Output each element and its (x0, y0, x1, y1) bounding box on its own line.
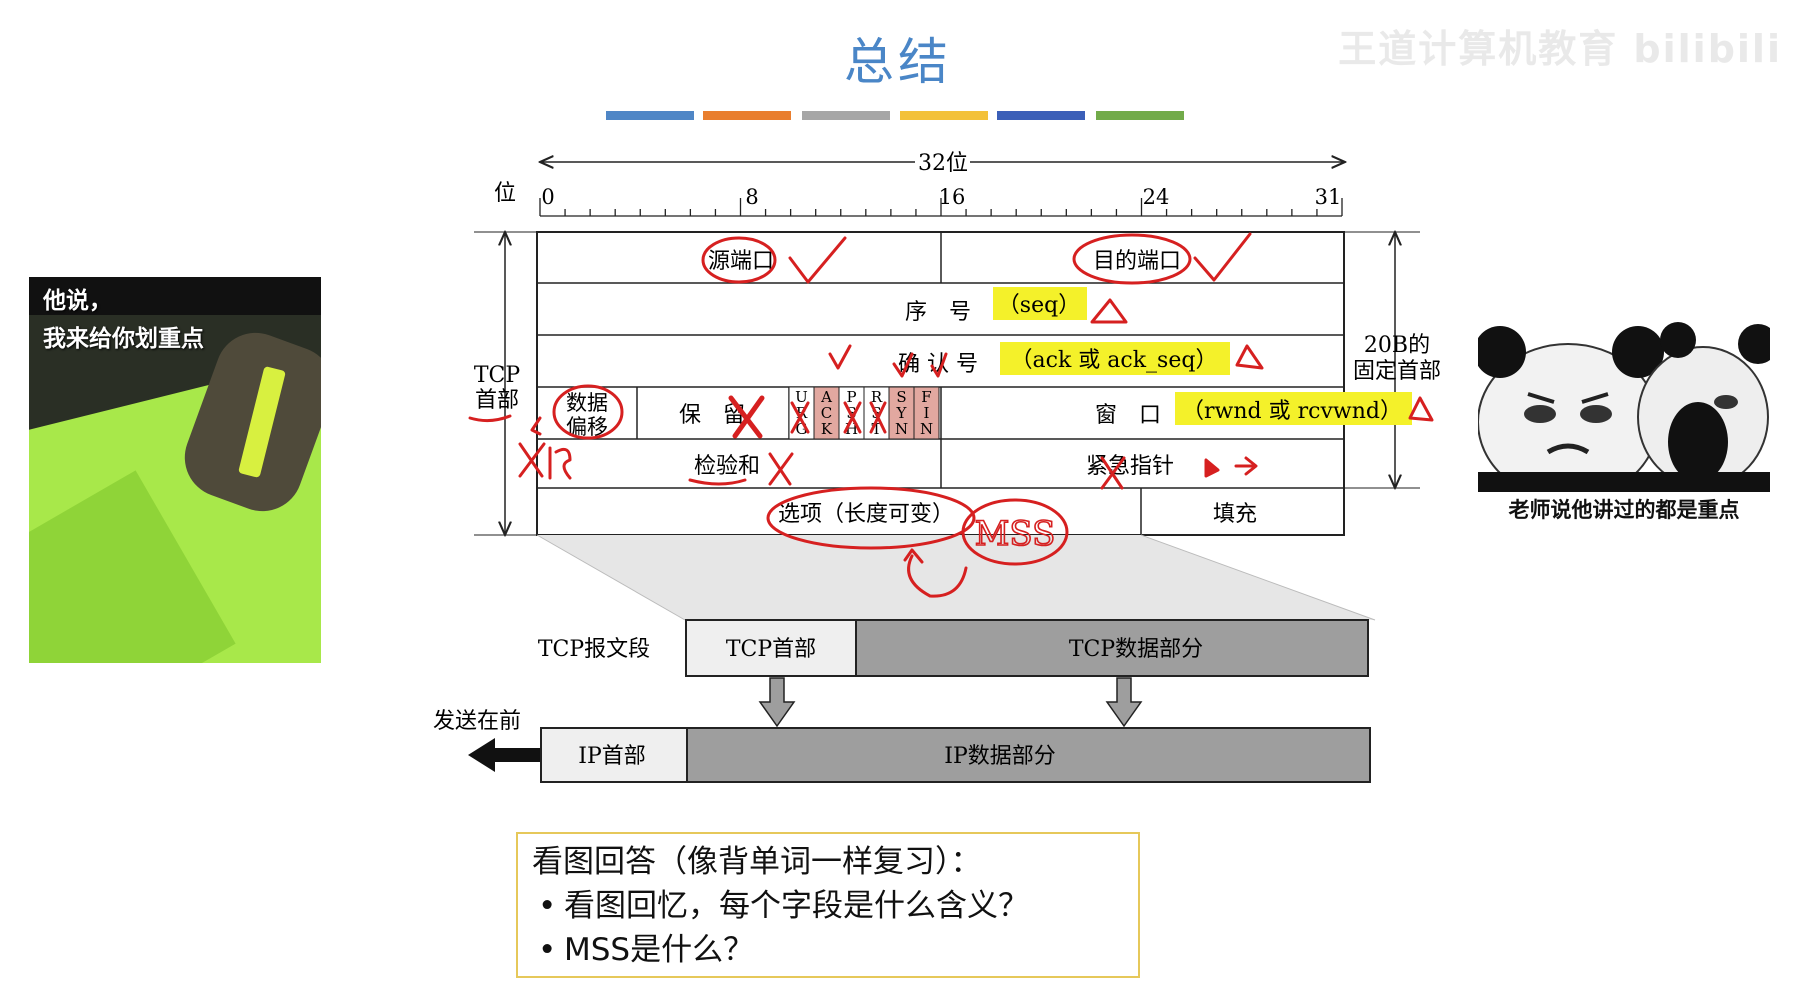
arrow-down-data (1105, 677, 1143, 728)
meme-left-caption-band (29, 277, 321, 315)
question-item-2-prefix: MSS (564, 932, 631, 968)
slide-title: 总结 (844, 33, 952, 91)
bit-ruler (539, 198, 1343, 217)
annotation-ack: （ack 或 ack_seq） (1011, 348, 1218, 373)
flag-letter: C (821, 404, 832, 422)
annotation-seq: （seq） (998, 293, 1080, 318)
red-annotations (468, 232, 1434, 964)
question-item-2-text: 是什么？ (630, 932, 755, 968)
send-direction-arrow (468, 738, 541, 772)
question-title: 看图回答（像背单词一样复习）： (532, 844, 982, 880)
color-bar-6 (1096, 111, 1184, 120)
field-checksum: 检验和 (694, 454, 760, 479)
flag-letter: I (924, 404, 930, 422)
bit-tick-0: 0 (541, 185, 554, 209)
bullet: • (538, 888, 557, 924)
bullet: • (538, 932, 557, 968)
arrow-down-header (758, 677, 796, 728)
flag-letter: R (871, 388, 883, 406)
segment-tcp-data: TCP数据部分 (1069, 637, 1203, 662)
flag-letter: T (871, 420, 881, 438)
question-item-2: •MSS是什么？ (532, 928, 1124, 972)
segment-tcp-header: TCP首部 (726, 637, 816, 662)
question-item-1: •看图回忆，每个字段是什么含义？ (532, 884, 1124, 928)
field-src-port: 源端口 (708, 249, 774, 274)
question-item-1-text: 看图回忆，每个字段是什么含义？ (564, 888, 1029, 924)
ip-data: IP数据部分 (944, 744, 1056, 769)
meme-right-image (1474, 322, 1778, 528)
field-padding: 填充 (1213, 502, 1257, 527)
question-box: 看图回答（像背单词一样复习）： •看图回忆，每个字段是什么含义？ •MSS是什么… (516, 832, 1140, 978)
field-window: 窗 口 (1095, 403, 1161, 428)
side-right-line1: 20B的 (1364, 333, 1430, 358)
flag-letter: A (820, 388, 832, 406)
flag-letter: K (821, 420, 833, 438)
ip-header: IP首部 (578, 744, 646, 769)
side-left-line2: 首部 (475, 388, 519, 413)
meme-right-caption: 老师说他讲过的都是重点 (1508, 498, 1740, 522)
flag-letter: P (846, 388, 856, 406)
field-reserved: 保 留 (679, 403, 745, 428)
flag-letter: Y (896, 404, 908, 422)
flag-letter: N (920, 420, 933, 438)
send-first-label: 发送在前 (433, 709, 521, 734)
flag-letter: F (921, 388, 931, 406)
meme-left-line1: 他说， (43, 288, 112, 314)
field-options: 选项（长度可变） (778, 502, 954, 527)
flag-ack: ACK (813, 386, 840, 440)
bit-tick-31: 31 (1315, 185, 1342, 209)
segment-row-label: TCP报文段 (538, 637, 650, 662)
flag-syn: SYN (888, 386, 915, 440)
annotation-window: （rwnd 或 rcvwnd） (1182, 399, 1402, 424)
side-right-line2: 固定首部 (1353, 359, 1441, 384)
flag-letter: S (896, 388, 906, 406)
flag-letter: N (895, 420, 908, 438)
flag-letter: G (796, 420, 808, 438)
meme-left-line2: 我来给你划重点 (43, 326, 204, 352)
flag-fin: FIN (913, 386, 940, 440)
field-urgent-pointer: 紧急指针 (1086, 454, 1174, 479)
bit-tick-16: 16 (939, 185, 966, 209)
field-dst-port: 目的端口 (1093, 249, 1181, 274)
annotation-mss: MSS (975, 514, 1056, 554)
bit-tick-24: 24 (1143, 185, 1170, 209)
bit-tick-8: 8 (745, 185, 758, 209)
color-bar-4 (900, 111, 988, 120)
field-data-offset-l1: 数据 (566, 391, 608, 415)
field-seq: 序 号 (905, 300, 971, 325)
side-left-line1: TCP (474, 363, 521, 388)
flag-letter: U (795, 388, 808, 406)
color-bar-1 (606, 111, 694, 120)
watermark: 王道计算机教育 bilibili (1338, 27, 1782, 71)
bit-label: 位 (494, 181, 516, 206)
color-bar-5 (997, 111, 1085, 120)
width-label: 32位 (918, 151, 968, 176)
color-bar-2 (703, 111, 791, 120)
panda-faces (1474, 322, 1778, 501)
color-bar-3 (802, 111, 890, 120)
meme-left-image: 他说， 我来给你划重点 (29, 277, 321, 663)
